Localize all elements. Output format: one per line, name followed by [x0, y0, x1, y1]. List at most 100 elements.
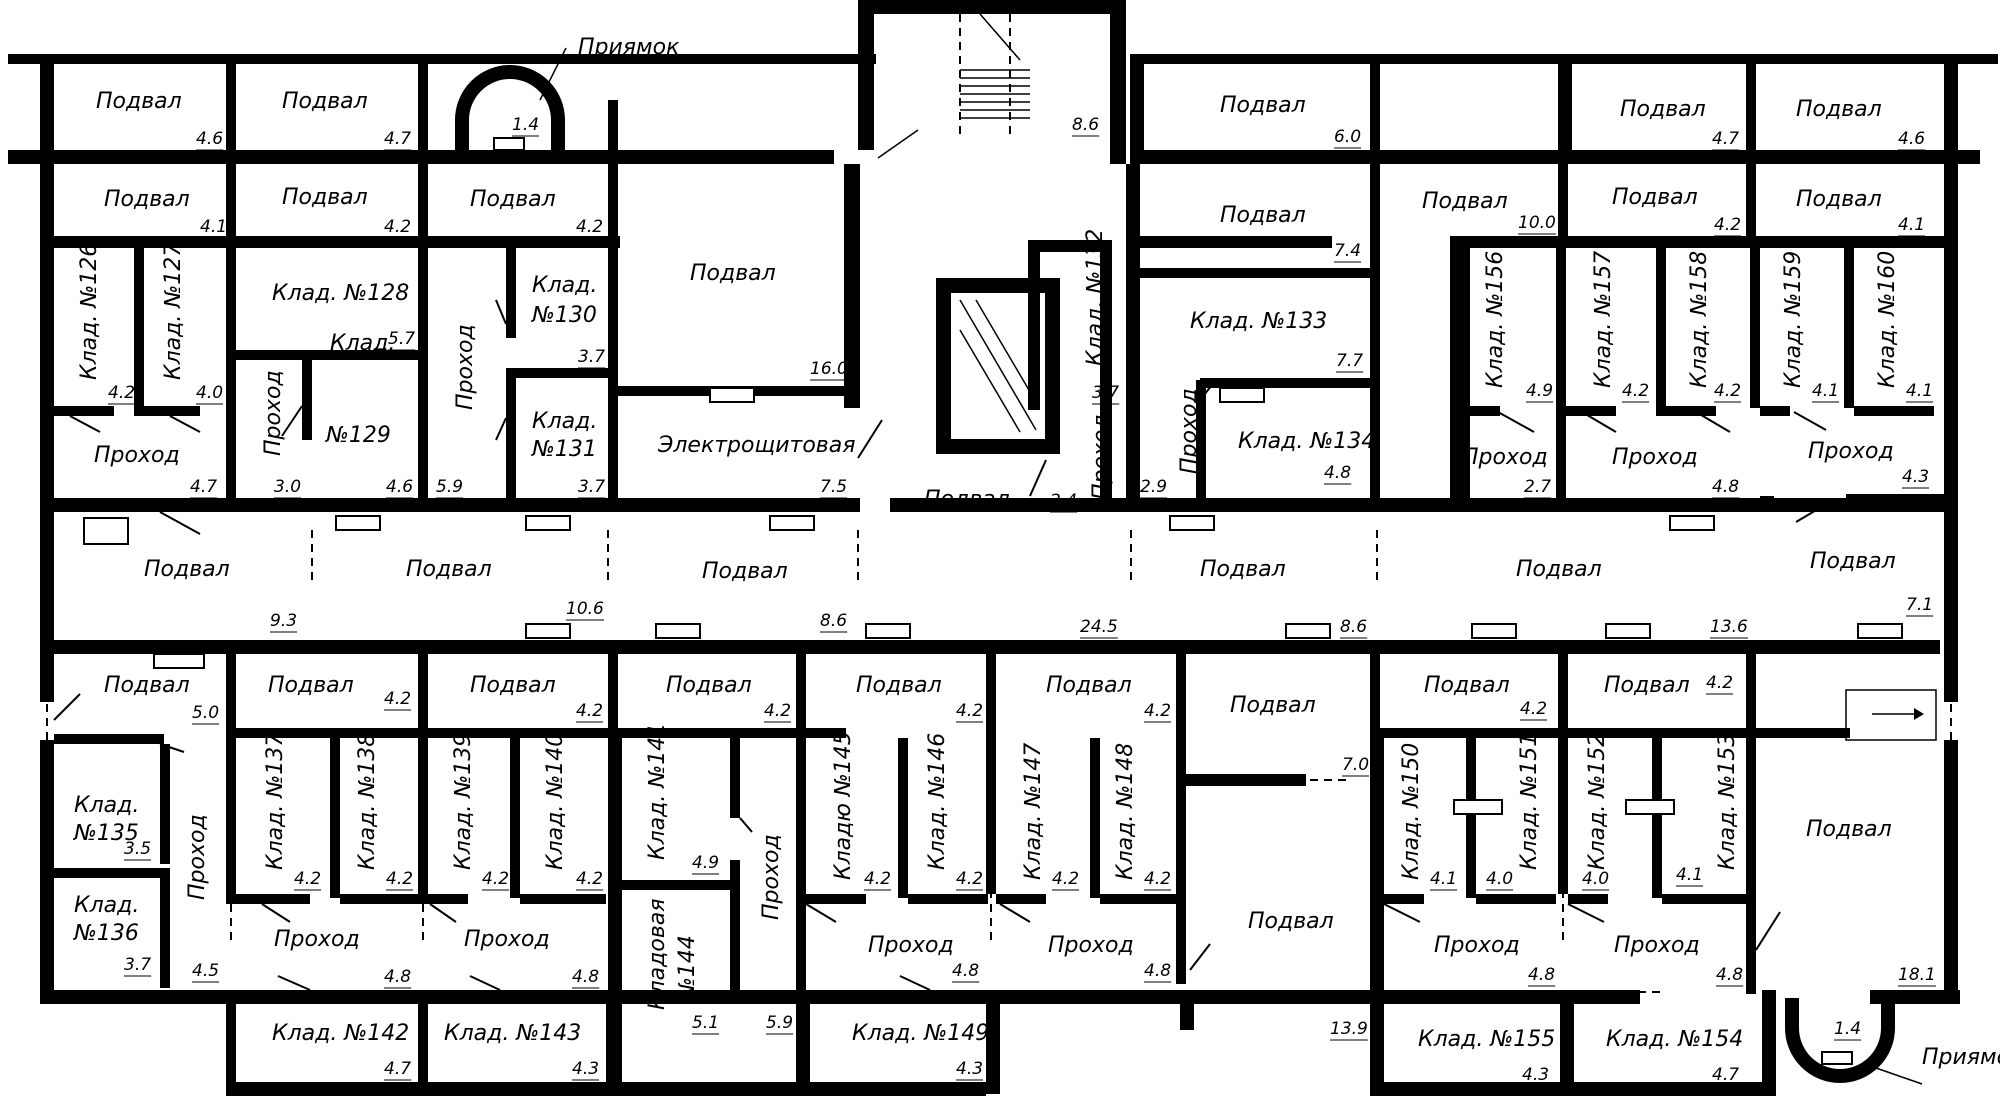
area-label: 4.8 [1144, 961, 1171, 981]
area-label: 8.6 [820, 611, 847, 631]
area-label: 4.2 [956, 701, 983, 721]
room-name-vertical: Проход [1177, 388, 1202, 474]
area-label: 2.9 [1140, 477, 1167, 497]
area-label: 3.7 [578, 347, 605, 367]
area-label: 4.7 [1712, 1065, 1739, 1085]
room-name-vertical: Клад. №137 [263, 733, 288, 870]
area-label: 4.2 [576, 701, 603, 721]
room-name: Клад. [330, 331, 395, 356]
room-name-vertical: Проход [453, 324, 478, 410]
area-label: 7.4 [1334, 241, 1361, 261]
area-label: 7.5 [820, 477, 847, 497]
room-name-vertical: Клад. №148 [1113, 743, 1138, 880]
room-name: Подвал [690, 261, 776, 286]
area-label: 1.4 [1834, 1019, 1861, 1039]
room-name: Клад. [532, 273, 597, 298]
room-name-vertical: Клад. №158 [1687, 251, 1712, 388]
area-label: 4.2 [108, 383, 135, 403]
area-label: 2.4 [1050, 491, 1077, 511]
room-name-vertical: Клад. №160 [1875, 251, 1900, 388]
room-name: №135 [73, 821, 139, 846]
room-name: Клад. [74, 793, 139, 818]
room-name: Клад. №154 [1606, 1027, 1743, 1052]
room-name: Подвал [1604, 673, 1690, 698]
area-label: 4.8 [1324, 463, 1351, 483]
area-label: 10.0 [1518, 213, 1556, 233]
room-name: Подвал [1424, 673, 1510, 698]
area-label: 4.7 [190, 477, 217, 497]
room-name: Подвал [1248, 909, 1334, 934]
area-label: 3.7 [578, 477, 605, 497]
room-name-vertical: Кладю №145 [831, 731, 856, 880]
area-label: 8.6 [1072, 115, 1099, 135]
vertical-names: Клад. №126 Клад. №127 Проход Проход Клад… [77, 229, 1900, 1010]
staircase [877, 13, 1030, 159]
room-name-vertical: Клад. №152 [1585, 733, 1610, 870]
room-name: Клад. №128 [272, 281, 409, 306]
room-name-vertical: Клад. №156 [1483, 251, 1508, 388]
room-name: Подвал [1806, 817, 1892, 842]
room-name: Подвал [470, 187, 556, 212]
room-name-vertical: №144 [675, 935, 700, 1001]
area-label: 4.8 [1528, 965, 1555, 985]
elevator-shaft [949, 291, 1047, 441]
room-name: Клад. №134 [1238, 429, 1375, 454]
area-label: 4.3 [1522, 1065, 1549, 1085]
area-label: 4.7 [384, 129, 411, 149]
area-label: 4.2 [386, 869, 413, 889]
room-name: Подвал [856, 673, 942, 698]
area-label: 8.6 [1340, 617, 1367, 637]
area-label: 4.1 [1898, 215, 1925, 235]
room-name: Подвал [1046, 673, 1132, 698]
area-label: 4.2 [864, 869, 891, 889]
priyamok-label: Приямок [578, 35, 680, 60]
room-name: Подвал [666, 673, 752, 698]
room-name: Подвал [1516, 557, 1602, 582]
room-name-vertical: Проход [759, 834, 784, 920]
area-label: 4.2 [294, 869, 321, 889]
room-name: Подвал [1612, 185, 1698, 210]
room-name: №130 [531, 303, 597, 328]
room-name: Подвал [282, 185, 368, 210]
area-label: 16.0 [810, 359, 848, 379]
room-name-vertical: Клад. №127 [161, 243, 186, 380]
area-label: 1.4 [512, 115, 539, 135]
room-name: Подвал [96, 89, 182, 114]
room-name: Проход [464, 927, 550, 952]
area-label: 5.0 [192, 703, 219, 723]
area-label: 4.1 [200, 217, 227, 237]
area-label: 4.2 [384, 689, 411, 709]
area-label: 4.0 [1486, 869, 1513, 889]
area-label: 4.7 [1712, 129, 1739, 149]
room-name-vertical: Клад. №126 [77, 243, 102, 380]
room-name: Проход [1808, 439, 1894, 464]
pit-left [455, 65, 565, 151]
area-label: 2.7 [1524, 477, 1551, 497]
room-name: Проход [1612, 445, 1698, 470]
area-label: 4.6 [386, 477, 413, 497]
area-label: 13.6 [1710, 617, 1748, 637]
room-name: Подвал [406, 557, 492, 582]
room-name-vertical: Проход [261, 370, 286, 456]
area-label: 4.3 [1902, 467, 1929, 487]
room-name: Подвал [282, 89, 368, 114]
walls [8, 0, 1998, 1096]
area-label: 4.2 [384, 217, 411, 237]
room-name-vertical: Кладовая [645, 898, 670, 1010]
room-name: Клад. [532, 409, 597, 434]
room-name: Проход [868, 933, 954, 958]
room-name: №131 [531, 437, 597, 462]
room-name: Подвал [1796, 97, 1882, 122]
area-label: 4.1 [1676, 865, 1703, 885]
room-name-vertical: Клад. №159 [1781, 251, 1806, 388]
room-name: Проход [1048, 933, 1134, 958]
area-label: 10.6 [566, 599, 604, 619]
area-label: 4.2 [1706, 673, 1733, 693]
room-name-vertical: Клад. №150 [1399, 743, 1424, 880]
room-name-vertical: Проход [185, 814, 210, 900]
area-label: 4.2 [1144, 869, 1171, 889]
area-label: 4.3 [572, 1059, 599, 1079]
doors [46, 156, 1952, 993]
area-label: 13.9 [1330, 1019, 1368, 1039]
area-label: 4.2 [1520, 699, 1547, 719]
